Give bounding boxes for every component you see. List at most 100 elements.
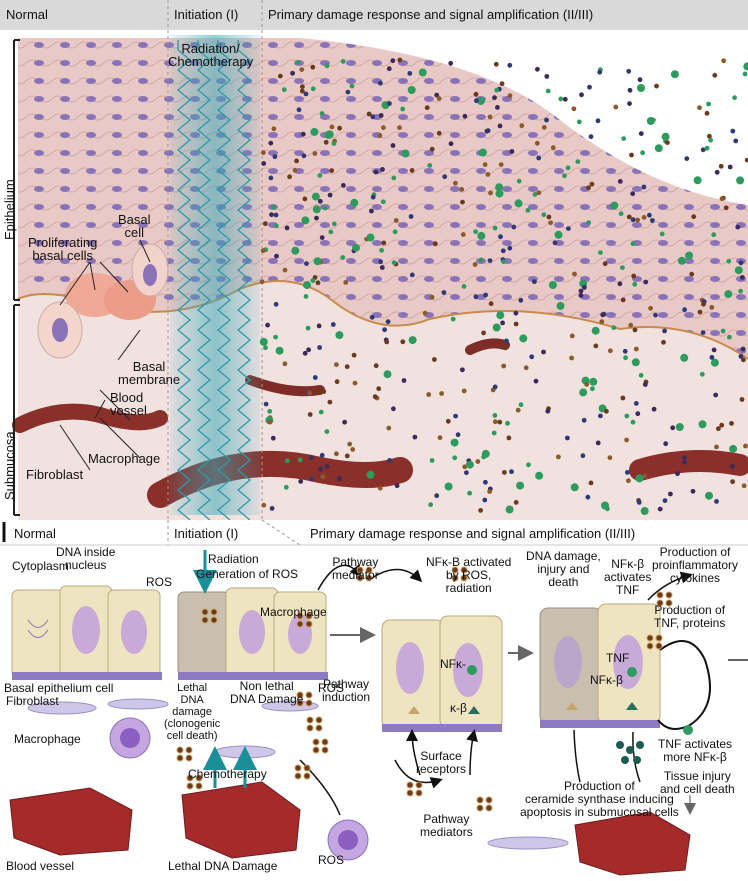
signal-dot <box>496 190 504 198</box>
surface-receptors-label: Surface receptors <box>416 750 466 776</box>
mediator-dot <box>186 747 192 753</box>
signal-dot <box>474 92 479 97</box>
signal-dot <box>474 294 479 299</box>
signal-dot <box>309 455 314 460</box>
mediator-dot <box>187 783 193 789</box>
signal-dot <box>501 259 506 264</box>
signal-dot <box>639 373 644 378</box>
signal-dot <box>663 441 668 446</box>
signal-dot <box>604 409 609 414</box>
signal-dot <box>597 70 602 75</box>
signal-dot <box>425 105 430 110</box>
signal-dot <box>382 327 387 332</box>
dna-damage-injury-label: DNA damage, injury and death <box>526 550 601 589</box>
signal-dot <box>287 174 292 179</box>
kb-cell-label: κ-β <box>450 702 467 715</box>
signal-dot <box>608 455 613 460</box>
pathway-cells <box>382 616 502 732</box>
signal-dot <box>705 146 710 151</box>
signal-dot <box>516 408 521 413</box>
mediator-dot <box>307 725 313 731</box>
signal-dot <box>475 459 480 464</box>
signal-dot <box>724 290 732 298</box>
signal-dot <box>710 355 715 360</box>
nfkb-cell-label: NFκ-β <box>590 674 623 687</box>
signal-dot <box>589 134 594 139</box>
signal-dot <box>391 406 396 411</box>
signal-dot <box>486 172 491 177</box>
signal-dot <box>565 436 570 441</box>
signal-dot <box>370 315 375 320</box>
blood-vessel-legend-label: Blood vessel <box>6 860 74 873</box>
signal-dot <box>304 261 309 266</box>
signal-dot <box>510 149 515 154</box>
macrophage-legend-label: Macrophage <box>14 733 81 746</box>
signal-dot <box>387 101 392 106</box>
signal-dot <box>261 161 266 166</box>
signal-dot <box>498 234 503 239</box>
signal-dot <box>426 392 431 397</box>
signal-dot <box>541 212 546 217</box>
signal-dot <box>630 191 635 196</box>
signal-dot <box>577 120 582 125</box>
signal-dot <box>274 302 279 307</box>
signal-dot <box>566 226 571 231</box>
signal-dot <box>316 280 321 285</box>
signal-dot <box>341 183 346 188</box>
signal-dot <box>589 378 597 386</box>
signal-dot <box>715 170 720 175</box>
signal-dot <box>394 218 399 223</box>
signal-dot <box>634 347 639 352</box>
mediator-dot <box>416 782 422 788</box>
signal-dot <box>318 199 323 204</box>
signal-dot <box>576 159 581 164</box>
signal-dot <box>603 261 608 266</box>
signal-dot <box>624 414 629 419</box>
signal-dot <box>618 179 623 184</box>
signal-dot <box>582 418 587 423</box>
signal-dot <box>371 195 376 200</box>
signal-dot <box>329 168 334 173</box>
signal-dot <box>562 173 567 178</box>
signal-dot <box>701 330 706 335</box>
signal-dot <box>271 205 276 210</box>
signal-dot <box>556 455 561 460</box>
signal-dot <box>592 327 600 335</box>
signal-dot <box>544 74 549 79</box>
signal-dot <box>402 150 410 158</box>
signal-dot <box>654 84 659 89</box>
signal-dot <box>502 470 507 475</box>
signal-dot <box>298 479 303 484</box>
signal-dot <box>320 474 325 479</box>
signal-dot <box>308 412 313 417</box>
signal-dot <box>380 167 385 172</box>
signal-dot <box>481 331 486 336</box>
signal-dot <box>735 266 743 274</box>
signal-dot <box>586 220 591 225</box>
signal-dot <box>493 385 498 390</box>
signal-dot <box>506 506 514 514</box>
signal-dot <box>721 329 726 334</box>
signal-dot <box>596 118 601 123</box>
tissue-illustration <box>0 0 748 520</box>
signal-dot <box>274 223 279 228</box>
mediator-dot <box>313 739 319 745</box>
signal-dot <box>494 88 499 93</box>
signal-dot <box>697 105 702 110</box>
signal-dot <box>350 84 355 89</box>
signal-dot <box>427 163 432 168</box>
signal-dot <box>317 324 322 329</box>
macrophage-label: Macrophage <box>88 452 160 465</box>
signal-dot <box>386 426 391 431</box>
mediator-dot <box>316 717 322 723</box>
signal-dot <box>624 438 629 443</box>
signal-dot <box>682 460 687 465</box>
signal-dot <box>676 423 684 431</box>
signal-dot <box>379 113 384 118</box>
signal-dot <box>303 351 308 356</box>
signal-dot <box>626 69 631 74</box>
signal-dot <box>620 265 625 270</box>
normal-cells <box>12 586 162 680</box>
signal-dot <box>519 334 527 342</box>
signal-dot <box>547 215 552 220</box>
